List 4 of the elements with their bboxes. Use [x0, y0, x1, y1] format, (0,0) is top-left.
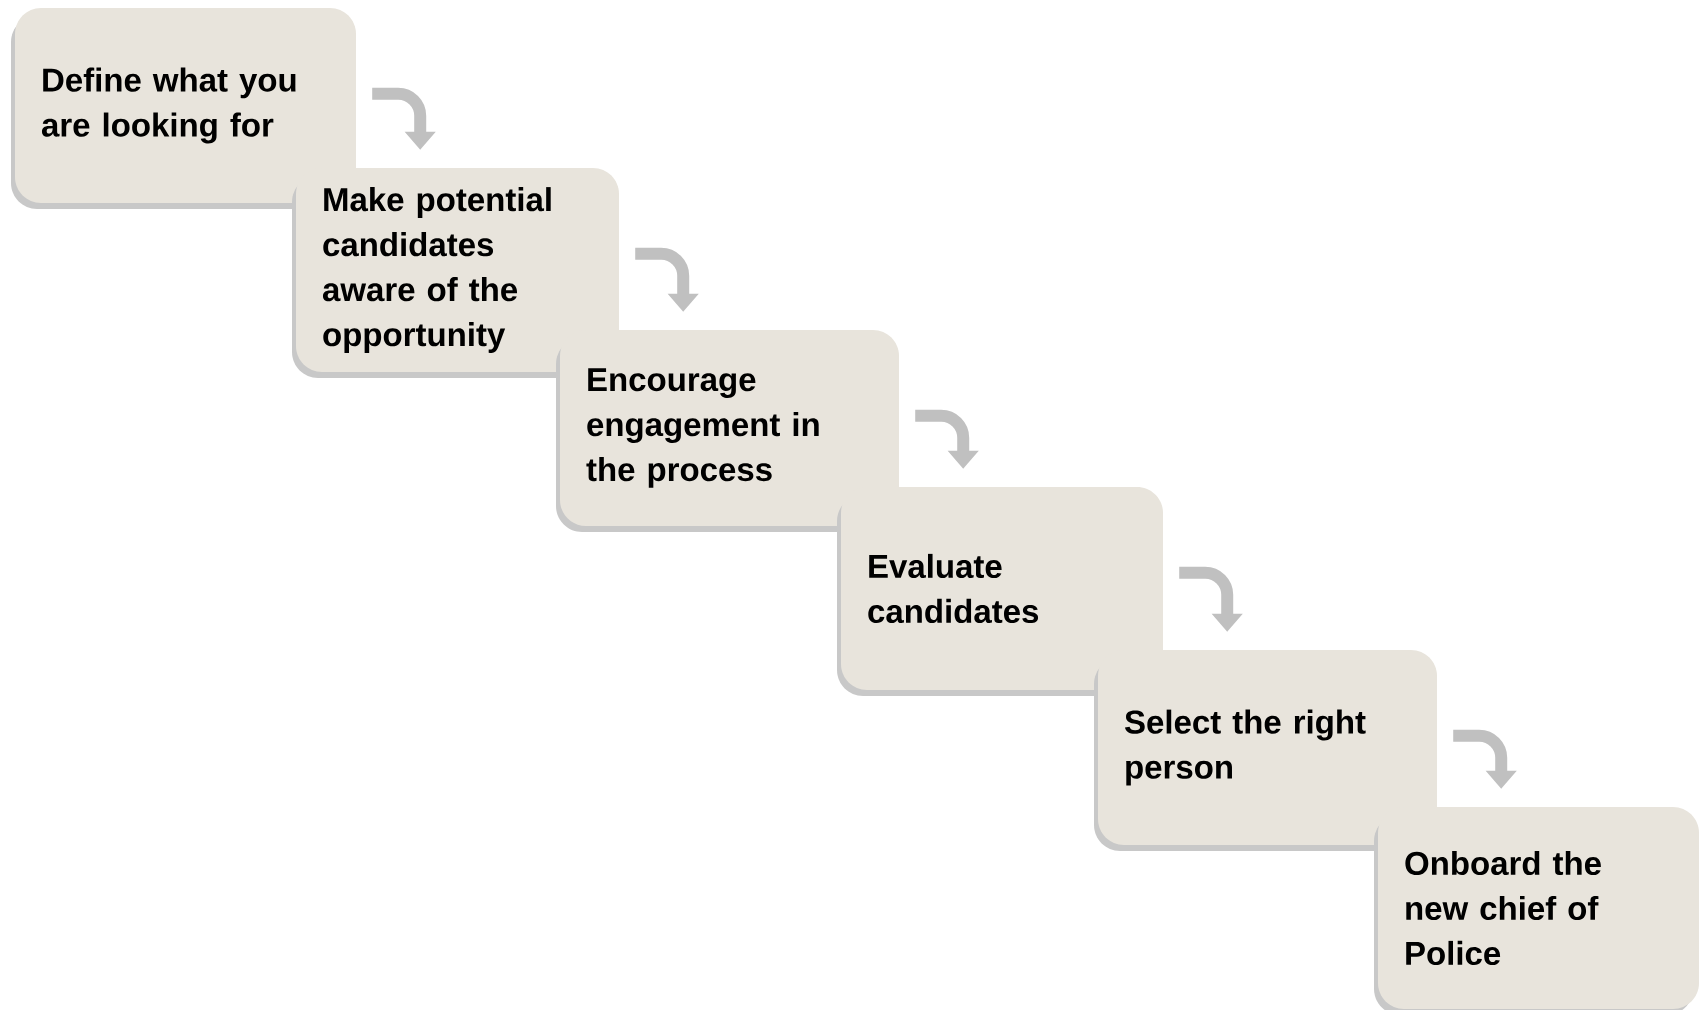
process-box: Evaluate candidates: [837, 487, 1163, 696]
process-box: Select the right person: [1094, 650, 1437, 851]
process-box: Encourage engagement in the process: [556, 330, 899, 532]
process-box: Onboard the new chief of Police: [1374, 807, 1699, 1010]
